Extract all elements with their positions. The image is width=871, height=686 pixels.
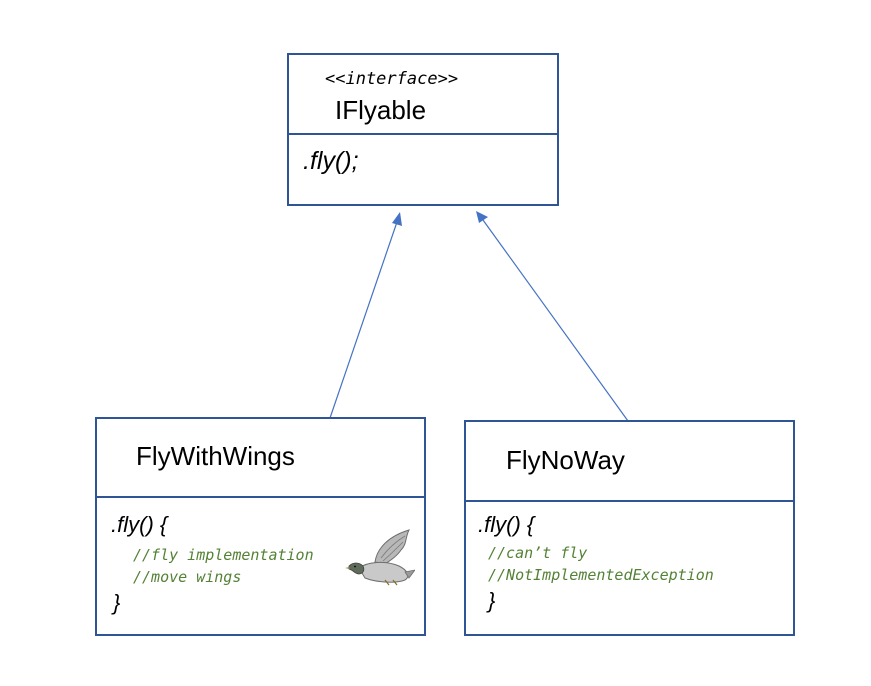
- flywithwings-method-open: .fly() {: [111, 512, 168, 537]
- flywithwings-methods: .fly() { //fly implementation //move win…: [97, 496, 424, 634]
- flynoway-comment-2: //NotImplementedException: [488, 566, 714, 584]
- flywithwings-name: FlyWithWings: [136, 441, 295, 471]
- flywithwings-comment-2: //move wings: [133, 568, 242, 586]
- arrow-head-flynoway: [476, 211, 488, 223]
- flynoway-method-close: }: [488, 588, 496, 613]
- interface-method-fly: .fly();: [303, 147, 359, 175]
- flynoway-methods: .fly() { //can’t fly //NotImplementedExc…: [466, 500, 793, 634]
- flywithwings-method-close: }: [113, 590, 121, 615]
- class-flywithwings-box: FlyWithWings .fly() { //fly implementati…: [95, 417, 426, 636]
- duck-icon: [345, 529, 415, 586]
- flynoway-comment-1: //can’t fly: [488, 544, 588, 562]
- flynoway-method-open: .fly() {: [478, 512, 535, 537]
- flywithwings-header: FlyWithWings: [97, 419, 424, 498]
- arrow-line-flywithwings: [329, 221, 398, 419]
- class-flynoway-box: FlyNoWay .fly() { //can’t fly //NotImple…: [464, 420, 795, 636]
- arrow-line-flynoway: [482, 219, 629, 422]
- interface-name: IFlyable: [335, 95, 427, 125]
- flywithwings-comment-1: //fly implementation: [133, 546, 314, 564]
- arrow-head-flywithwings: [392, 212, 402, 226]
- interface-stereotype: <<interface>>: [325, 69, 459, 89]
- interface-header: <<interface>> IFlyable: [289, 55, 557, 135]
- interface-methods: .fly();: [289, 133, 557, 204]
- flynoway-header: FlyNoWay: [466, 422, 793, 502]
- interface-iflyable-box: <<interface>> IFlyable .fly();: [287, 53, 559, 206]
- flynoway-name: FlyNoWay: [506, 445, 625, 475]
